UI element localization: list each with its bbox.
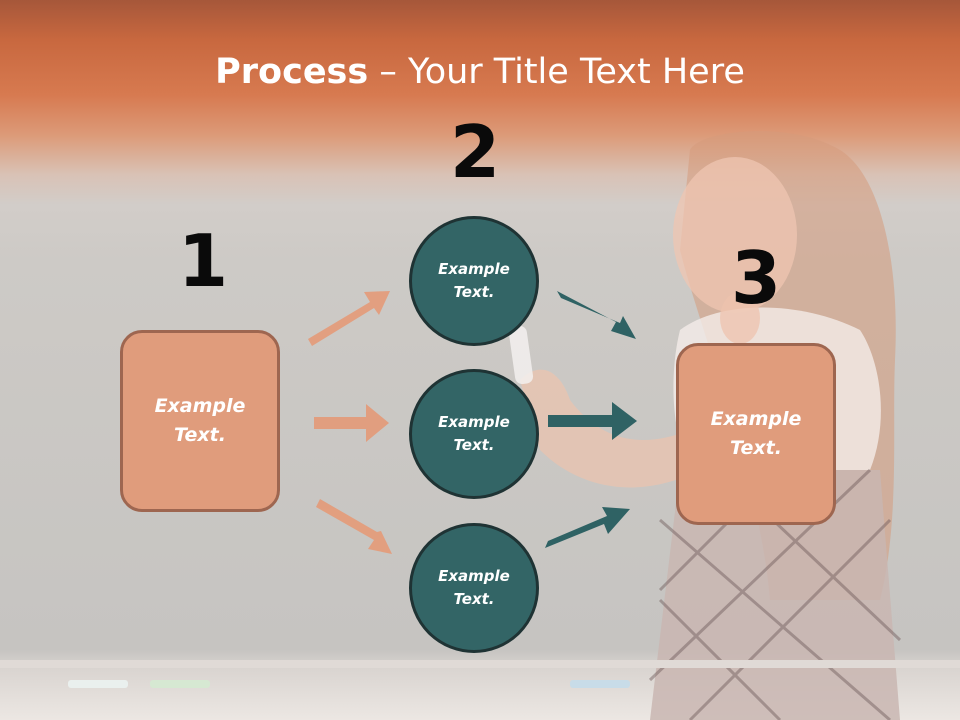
- chalk-piece: [150, 680, 210, 688]
- circle-top-label: Example Text.: [438, 260, 510, 301]
- step-box-right: Example Text.: [676, 343, 836, 525]
- step-number-1: 1: [178, 219, 229, 303]
- step-number-2: 2: [450, 110, 501, 194]
- chalk-piece: [570, 680, 630, 688]
- step-circle-middle: Example Text.: [409, 369, 539, 499]
- chalk-piece: [68, 680, 128, 688]
- step-box-right-label: Example Text.: [710, 408, 802, 459]
- arrow-up-right-orange: [308, 291, 390, 346]
- step-circle-bottom: Example Text.: [409, 523, 539, 653]
- step-circle-top: Example Text.: [409, 216, 539, 346]
- title-rest: – Your Title Text Here: [368, 52, 745, 92]
- title-bold: Process: [215, 52, 369, 92]
- circle-middle-label: Example Text.: [438, 413, 510, 454]
- step-box-left-label: Example Text.: [154, 395, 246, 446]
- arrow-right-teal: [548, 402, 637, 440]
- chalkboard-ledge: [0, 660, 960, 668]
- step-number-3: 3: [731, 236, 782, 320]
- step-box-left: Example Text.: [120, 330, 280, 512]
- slide-title: Process – Your Title Text Here: [0, 52, 960, 92]
- arrow-down-right-orange: [316, 499, 392, 554]
- circle-bottom-label: Example Text.: [438, 567, 510, 608]
- arrow-right-orange: [314, 404, 389, 442]
- arrow-up-right-teal: [545, 507, 630, 548]
- arrow-down-right-teal: [557, 291, 636, 339]
